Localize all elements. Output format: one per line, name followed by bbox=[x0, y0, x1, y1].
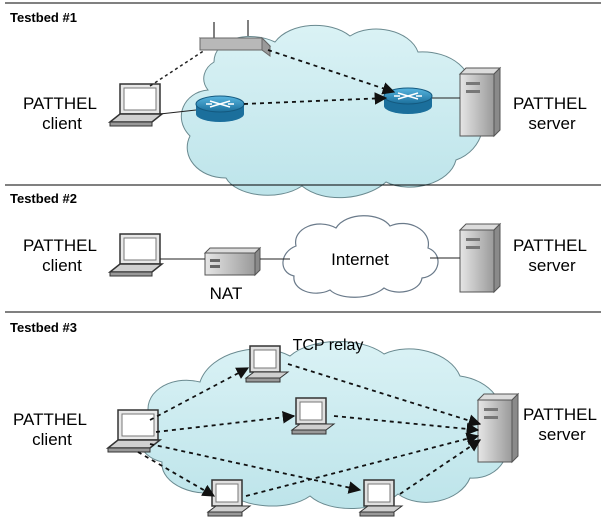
internet-cloud bbox=[282, 215, 439, 298]
laptop-icon bbox=[105, 409, 163, 453]
link-line bbox=[159, 109, 197, 115]
computer-icon bbox=[244, 345, 290, 383]
client-label: PATTHEL client bbox=[23, 94, 101, 133]
router-icon bbox=[383, 87, 433, 114]
server-icon bbox=[458, 222, 502, 294]
nat-label: NAT bbox=[210, 284, 243, 303]
server-label: PATTHEL server bbox=[523, 405, 601, 444]
laptop-icon bbox=[107, 83, 165, 127]
wireless-access-point-icon bbox=[198, 20, 272, 57]
route-arrow bbox=[149, 443, 362, 494]
server-icon bbox=[476, 392, 520, 464]
client-label: PATTHEL client bbox=[13, 410, 91, 449]
network-cloud bbox=[180, 24, 484, 199]
testbed-2-title: Testbed #2 bbox=[10, 191, 77, 206]
router-icon bbox=[195, 95, 245, 122]
testbed-1-title: Testbed #1 bbox=[10, 10, 77, 25]
route-arrow bbox=[287, 363, 482, 427]
testbed-1: Testbed #1 bbox=[5, 2, 601, 199]
server-icon bbox=[458, 66, 502, 138]
testbed-2: Testbed #2 Internet bbox=[5, 184, 601, 303]
server-label: PATTHEL server bbox=[513, 94, 591, 133]
computer-icon bbox=[206, 479, 252, 517]
client-label: PATTHEL client bbox=[23, 236, 101, 275]
link-line bbox=[149, 49, 206, 87]
laptop-icon bbox=[107, 233, 165, 277]
server-label: PATTHEL server bbox=[513, 236, 591, 275]
route-arrow bbox=[267, 49, 396, 95]
route-arrow bbox=[137, 451, 216, 497]
route-arrow bbox=[149, 367, 250, 421]
internet-label: Internet bbox=[331, 250, 389, 269]
testbed-3-title: Testbed #3 bbox=[10, 320, 77, 335]
route-arrow bbox=[155, 411, 296, 433]
route-arrow bbox=[333, 415, 480, 436]
route-arrow bbox=[399, 439, 482, 495]
nat-device-icon bbox=[203, 246, 262, 277]
testbed-3: Testbed #3 bbox=[5, 311, 601, 517]
computer-icon bbox=[358, 479, 404, 517]
relay-label: TCP relay bbox=[293, 337, 364, 354]
computer-icon bbox=[290, 397, 336, 435]
